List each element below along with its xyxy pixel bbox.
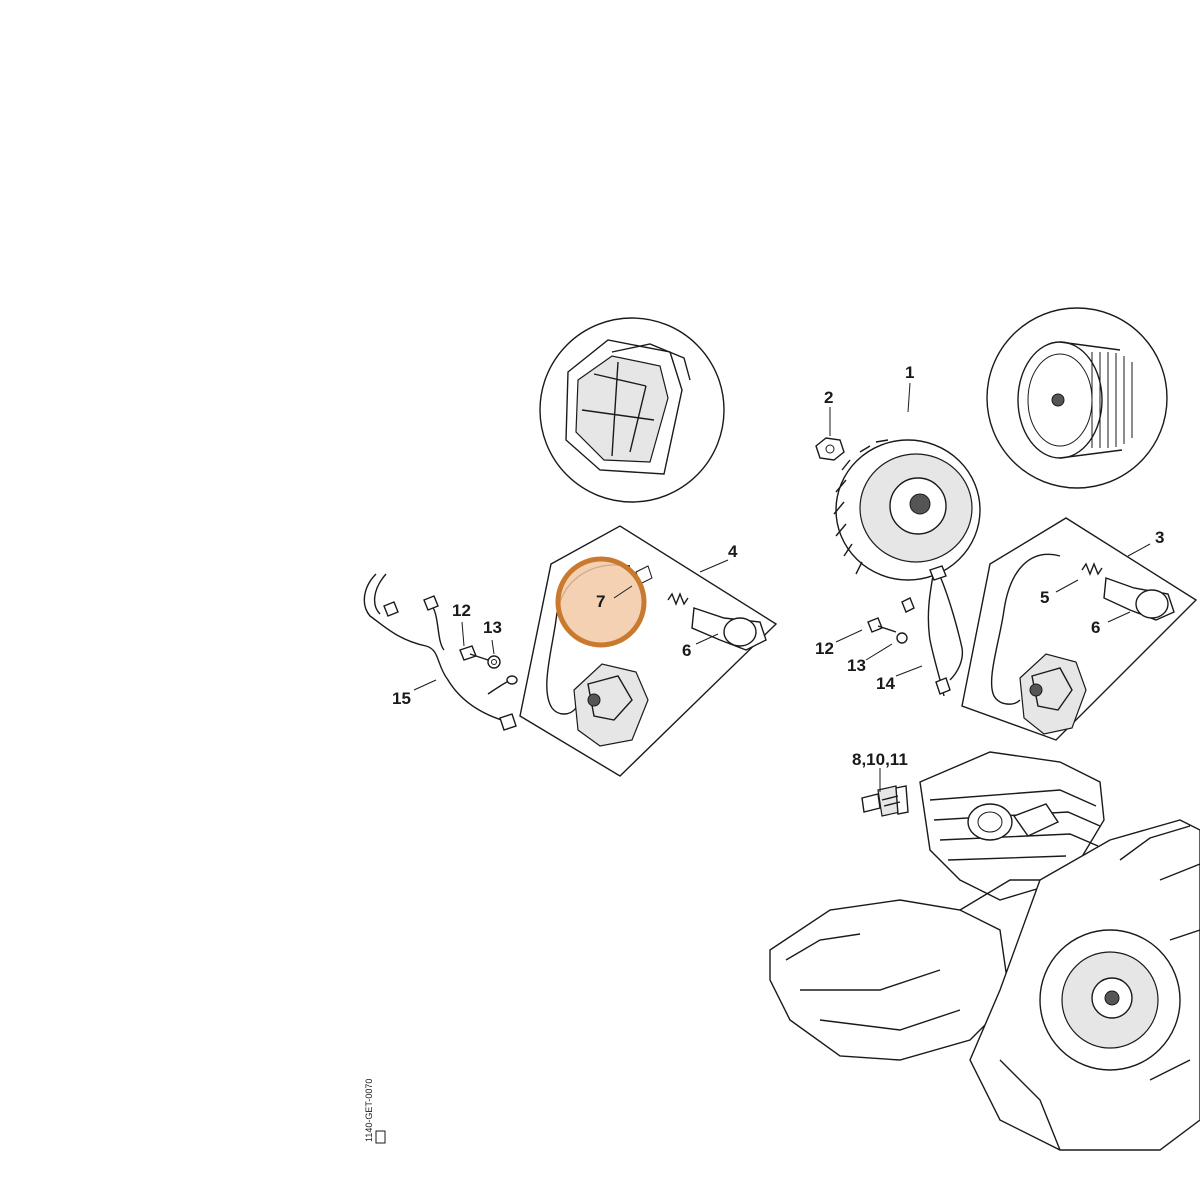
- callout-6-left[interactable]: 6: [682, 641, 691, 660]
- drawing-code-box: [375, 1130, 386, 1144]
- leader-lines: [413, 382, 1151, 792]
- callout-7: 7: [596, 592, 605, 611]
- screw-and-washer-left: [459, 645, 501, 669]
- callout-6-right[interactable]: 6: [1091, 618, 1100, 637]
- wiring-harness: [363, 573, 518, 731]
- callout-14[interactable]: 14: [876, 674, 895, 693]
- callout-5[interactable]: 5: [1040, 588, 1049, 607]
- ignition-module-detail-left: [519, 525, 778, 777]
- callout-12-left[interactable]: 12: [452, 601, 471, 620]
- callout-labels: 1 2 3 4 5 6 6 8,10,11 12 12 13 13 14 15: [392, 363, 1164, 769]
- spark-plug: [861, 785, 909, 817]
- callout-3[interactable]: 3: [1155, 528, 1164, 547]
- screw-and-washer-right: [867, 617, 908, 644]
- callout-13-left[interactable]: 13: [483, 618, 502, 637]
- callout-15[interactable]: 15: [392, 689, 411, 708]
- callout-2[interactable]: 2: [824, 388, 833, 407]
- air-filter-cover-detail: [539, 317, 725, 503]
- drawing-code-text: 1140-GET-0070: [364, 1079, 374, 1142]
- callout-12-right[interactable]: 12: [815, 639, 834, 658]
- drawing-code: 1140-GET-0070: [364, 1079, 386, 1144]
- flywheel-nut: [815, 437, 845, 461]
- short-circuit-wire: [901, 565, 964, 697]
- ignition-module-detail-right: [961, 517, 1198, 741]
- part-7-highlight[interactable]: 7: [555, 556, 647, 648]
- air-filter-element-detail: [986, 307, 1168, 489]
- callout-4[interactable]: 4: [728, 542, 738, 561]
- flywheel: [833, 439, 981, 581]
- callout-13-right[interactable]: 13: [847, 656, 866, 675]
- callout-1[interactable]: 1: [905, 363, 914, 382]
- callout-8-10-11[interactable]: 8,10,11: [852, 750, 908, 769]
- engine-crankcase: [769, 751, 1200, 1151]
